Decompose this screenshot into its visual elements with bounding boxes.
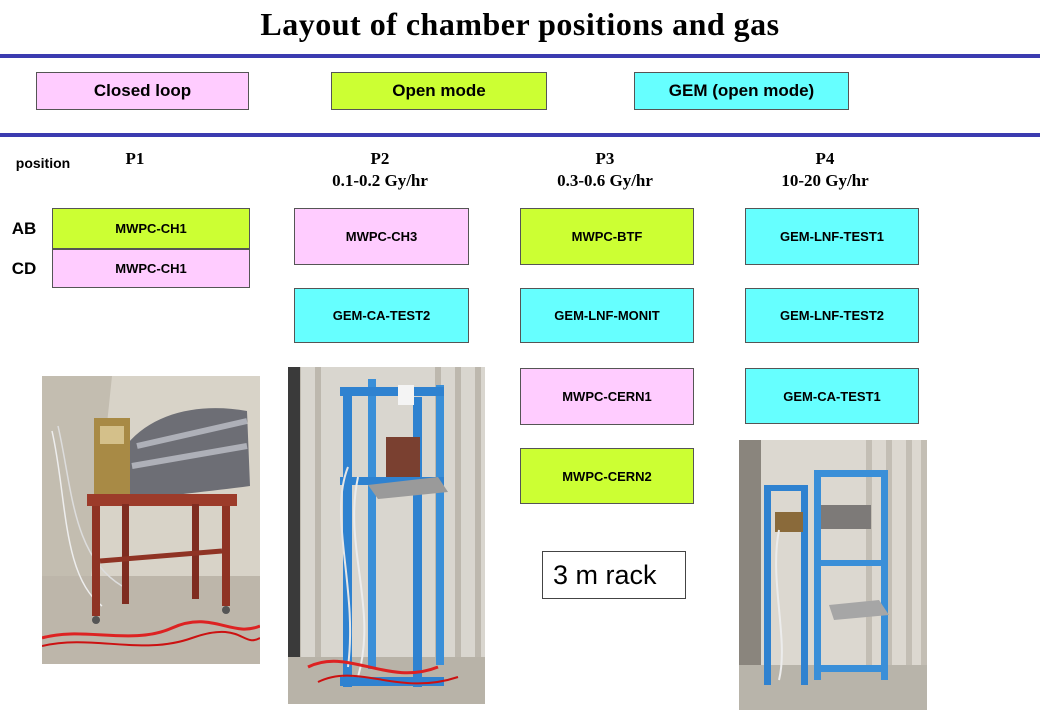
column-p2: P2 0.1-0.2 Gy/hr [300,148,460,192]
chamber-p1-cd: MWPC-CH1 [52,249,250,288]
chamber-p4-1: GEM-LNF-TEST1 [745,208,919,265]
chamber-p1-ab: MWPC-CH1 [52,208,250,249]
photo-p4-rack [739,440,927,710]
photo-p1-table-setup [42,376,260,664]
chamber-p4-2: GEM-LNF-TEST2 [745,288,919,343]
chamber-p3-3: MWPC-CERN1 [520,368,694,425]
photo-p2-rack [288,367,485,704]
rack-height-note: 3 m rack [542,551,686,599]
column-p3: P3 0.3-0.6 Gy/hr [525,148,685,192]
mode-closed-loop: Closed loop [36,72,249,110]
column-name: P3 [595,149,615,168]
column-name: P2 [370,149,390,168]
column-dose: 0.1-0.2 Gy/hr [332,171,428,190]
column-name: P4 [815,149,835,168]
column-p4: P4 10-20 Gy/hr [745,148,905,192]
column-dose: 10-20 Gy/hr [781,171,869,190]
mode-divider [0,133,1040,137]
chamber-p2-2: GEM-CA-TEST2 [294,288,469,343]
chamber-p3-2: GEM-LNF-MONIT [520,288,694,343]
column-p1: P1 [100,148,170,170]
chamber-p4-3: GEM-CA-TEST1 [745,368,919,424]
chamber-p3-1: MWPC-BTF [520,208,694,265]
chamber-p2-1: MWPC-CH3 [294,208,469,265]
row-label-cd: CD [11,259,37,278]
page-title: Layout of chamber positions and gas [260,6,780,42]
row-label-ab: AB [11,219,37,238]
mode-open: Open mode [331,72,547,110]
position-label: position [15,155,71,171]
title-divider [0,54,1040,58]
mode-gem-open: GEM (open mode) [634,72,849,110]
chamber-p3-4: MWPC-CERN2 [520,448,694,504]
column-dose: 0.3-0.6 Gy/hr [557,171,653,190]
column-name: P1 [125,149,145,168]
